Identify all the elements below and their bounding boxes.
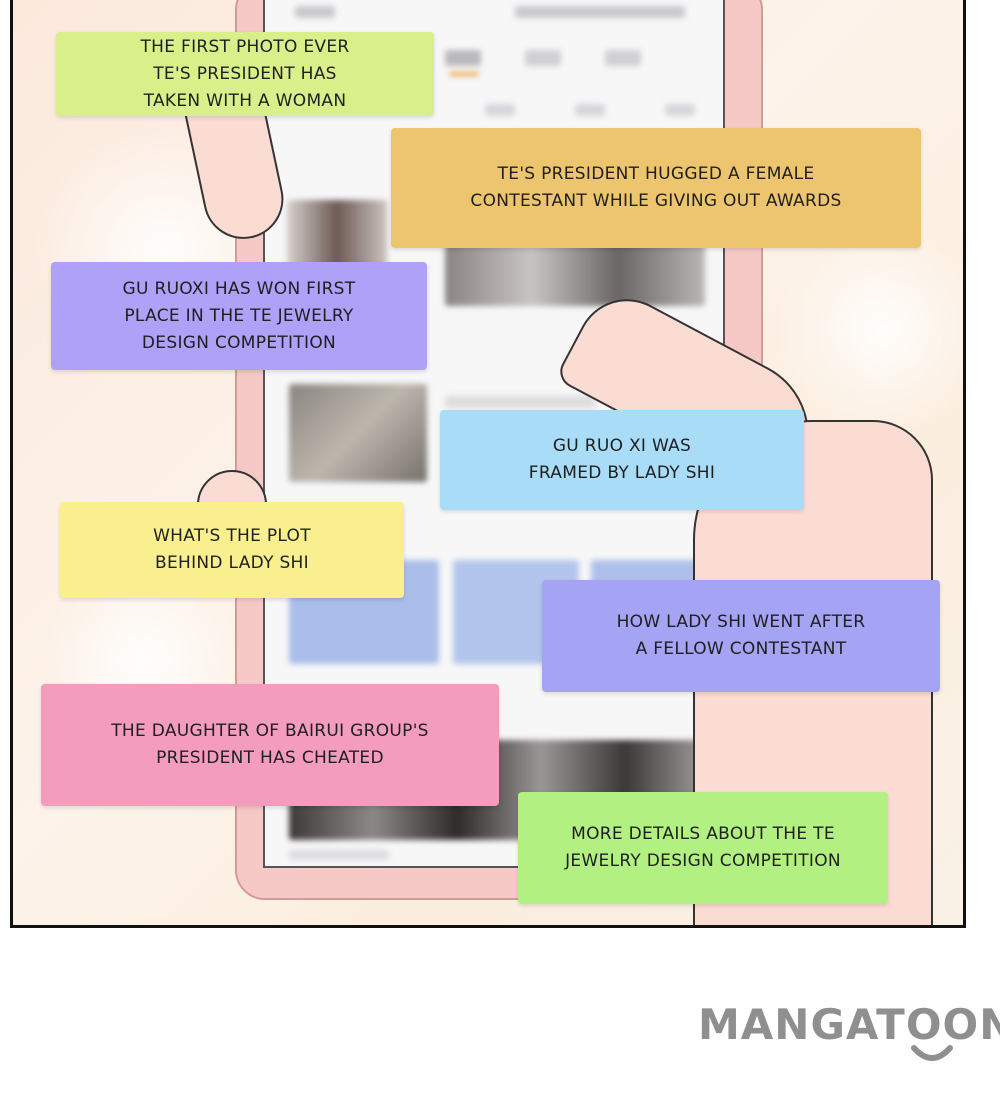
news-note-text: TE'S PRESIDENT HUGGED A FEMALE CONTESTAN… xyxy=(470,164,842,211)
news-note-text: GU RUOXI HAS WON FIRST PLACE IN THE TE J… xyxy=(122,278,356,353)
news-caption xyxy=(289,850,389,860)
news-note: GU RUOXI HAS WON FIRST PLACE IN THE TE J… xyxy=(51,262,427,370)
filter-tab xyxy=(575,104,605,116)
news-note-text: HOW LADY SHI WENT AFTER A FELLOW CONTEST… xyxy=(616,612,866,659)
news-note: MORE DETAILS ABOUT THE TE JEWELRY DESIGN… xyxy=(518,792,888,904)
news-note: GU RUO XI WAS FRAMED BY LADY SHI xyxy=(440,410,804,510)
filter-tab xyxy=(665,104,695,116)
app-tab xyxy=(445,50,481,66)
news-note-text: MORE DETAILS ABOUT THE TE JEWELRY DESIGN… xyxy=(565,824,841,871)
filter-tab xyxy=(485,104,515,116)
news-note: TE'S PRESIDENT HUGGED A FEMALE CONTESTAN… xyxy=(391,128,921,248)
app-tab xyxy=(605,50,641,66)
app-tab-indicator xyxy=(449,72,479,76)
news-note-text: THE FIRST PHOTO EVER TE'S PRESIDENT HAS … xyxy=(140,36,350,111)
comic-panel: THE FIRST PHOTO EVER TE'S PRESIDENT HAS … xyxy=(10,0,966,928)
news-note-text: THE DAUGHTER OF BAIRUI GROUP'S PRESIDENT… xyxy=(111,721,429,768)
news-photo xyxy=(445,240,705,306)
news-caption xyxy=(445,396,595,408)
background-glow xyxy=(773,220,963,440)
smile-icon xyxy=(911,1045,953,1061)
status-bar xyxy=(295,6,335,18)
news-note: THE DAUGHTER OF BAIRUI GROUP'S PRESIDENT… xyxy=(41,684,499,806)
news-note: WHAT'S THE PLOT BEHIND LADY SHI xyxy=(60,502,404,598)
news-note: THE FIRST PHOTO EVER TE'S PRESIDENT HAS … xyxy=(56,32,434,116)
status-bar xyxy=(515,6,685,18)
news-note-text: WHAT'S THE PLOT BEHIND LADY SHI xyxy=(153,526,311,573)
news-note-text: GU RUO XI WAS FRAMED BY LADY SHI xyxy=(528,436,716,483)
news-photo xyxy=(289,384,427,482)
mangatoon-watermark: MANGATOON xyxy=(698,1000,1000,1070)
watermark-text: MANGATOON xyxy=(698,1000,1000,1049)
app-tab xyxy=(525,50,561,66)
news-note: HOW LADY SHI WENT AFTER A FELLOW CONTEST… xyxy=(542,580,940,692)
